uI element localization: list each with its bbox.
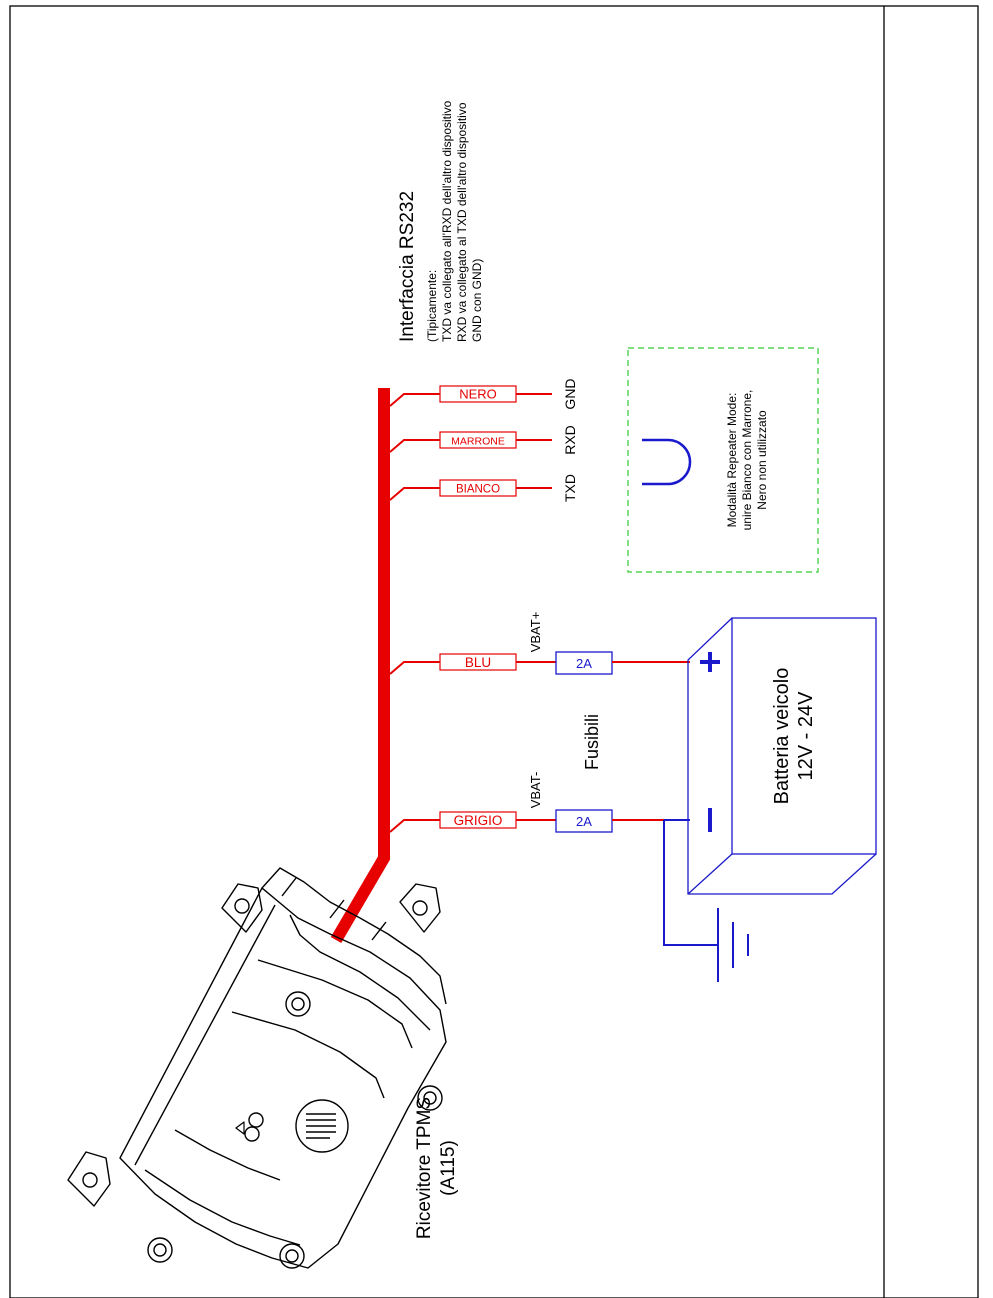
wire-signal-label: RXD bbox=[562, 425, 578, 455]
wire-bianco: BIANCO TXD bbox=[389, 474, 578, 502]
rs232-note: TXD va collegato all'RXD dell'altro disp… bbox=[440, 100, 454, 342]
receiver-model: (A115) bbox=[438, 1140, 459, 1196]
fuse-positive: 2A bbox=[555, 651, 613, 675]
wire-color-label: BLU bbox=[465, 655, 491, 670]
fuse-rating: 2A bbox=[576, 656, 592, 671]
wire-signal-label: TXD bbox=[562, 474, 578, 502]
rs232-note: GND con GND) bbox=[470, 259, 484, 342]
rs232-note: RXD va collegato al TXD dell'altro dispo… bbox=[455, 102, 469, 342]
battery-title: Batteria veicolo bbox=[771, 668, 793, 805]
fuse-rating: 2A bbox=[576, 814, 592, 829]
jumper-loop-icon bbox=[642, 438, 692, 486]
rs232-note: (Tipicamente: bbox=[425, 270, 439, 342]
repeater-line: Modalità Repeater Mode: bbox=[725, 393, 739, 528]
wire-blu: BLU VBAT+ bbox=[389, 612, 556, 675]
fuses-label: Fusibili bbox=[582, 714, 602, 770]
vehicle-battery: Batteria veicolo 12V - 24V bbox=[687, 617, 877, 895]
plus-icon bbox=[700, 652, 720, 672]
repeater-mode-box: Modalità Repeater Mode: unire Bianco con… bbox=[627, 347, 819, 573]
wire-marrone: MARRONE RXD bbox=[389, 425, 578, 455]
wire-signal-label: VBAT+ bbox=[528, 612, 543, 653]
tpms-receiver-device bbox=[67, 867, 447, 1269]
wire-nero: NERO GND bbox=[389, 378, 578, 410]
repeater-line: unire Bianco con Marrone, bbox=[740, 390, 754, 531]
wire-color-label: MARRONE bbox=[451, 436, 505, 448]
wire-grigio: GRIGIO VBAT- bbox=[389, 772, 556, 833]
wire-color-label: GRIGIO bbox=[454, 813, 503, 828]
wire-color-label: BIANCO bbox=[456, 484, 500, 496]
repeater-line: Nero non utilizzato bbox=[755, 410, 769, 510]
page-frame bbox=[9, 5, 979, 1298]
ground-symbol bbox=[663, 820, 749, 982]
battery-voltage: 12V - 24V bbox=[795, 691, 817, 781]
wire-color-label: NERO bbox=[459, 387, 497, 402]
rs232-title: Interfaccia RS232 bbox=[397, 191, 418, 342]
rs232-interface-notes: Interfaccia RS232 (Tipicamente: TXD va c… bbox=[397, 100, 484, 342]
receiver-title: Ricevitore TPMS bbox=[414, 1097, 435, 1239]
wire-signal-label: GND bbox=[562, 378, 578, 409]
main-cable bbox=[330, 388, 390, 944]
wire-signal-label: VBAT- bbox=[528, 772, 543, 809]
fuse-negative: 2A bbox=[555, 809, 613, 833]
